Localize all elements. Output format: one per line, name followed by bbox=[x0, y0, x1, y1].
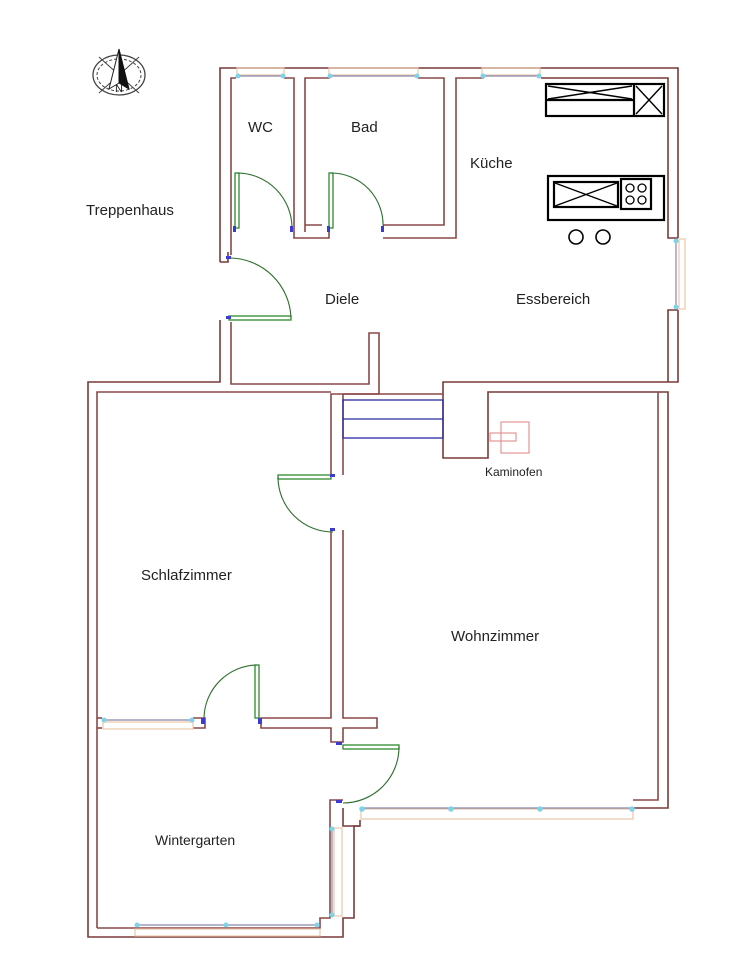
outer-walls bbox=[87, 67, 679, 938]
room-label-wintergarten: Wintergarten bbox=[155, 832, 235, 848]
room-label-treppenhaus: Treppenhaus bbox=[86, 202, 174, 219]
door-wc bbox=[233, 172, 293, 232]
kitchen-counter-top bbox=[544, 82, 666, 118]
room-label-kaminofen: Kaminofen bbox=[485, 465, 542, 479]
window-wc bbox=[235, 67, 286, 79]
compass-label: N bbox=[115, 83, 123, 95]
window-kueche bbox=[480, 67, 542, 79]
window-wintergarten-bottom bbox=[134, 922, 321, 937]
kaminofen-symbol bbox=[489, 421, 530, 454]
north-arrow-icon: N bbox=[92, 48, 146, 96]
passage-steps bbox=[342, 399, 444, 439]
windows bbox=[101, 67, 686, 937]
window-bad bbox=[327, 67, 420, 79]
room-label-schlafzimmer: Schlafzimmer bbox=[141, 567, 232, 584]
door-wohnzimmer-wintergarten bbox=[336, 742, 400, 804]
door-schlafzimmer bbox=[277, 474, 335, 533]
room-label-essbereich: Essbereich bbox=[516, 291, 590, 308]
cooktop-burners-icon bbox=[625, 183, 647, 205]
window-wintergarten-side bbox=[329, 826, 343, 918]
bar-stools bbox=[568, 229, 611, 245]
window-essbereich bbox=[673, 238, 686, 310]
room-label-wohnzimmer: Wohnzimmer bbox=[451, 628, 539, 645]
door-entrance bbox=[226, 256, 292, 321]
room-label-bad: Bad bbox=[351, 119, 378, 136]
window-wohnzimmer bbox=[359, 806, 635, 820]
door-bad bbox=[327, 172, 384, 232]
doors bbox=[201, 172, 400, 804]
kitchen-island bbox=[546, 174, 666, 222]
window-schlafzimmer bbox=[101, 717, 195, 730]
room-label-wc: WC bbox=[248, 119, 273, 136]
door-wintergarten bbox=[201, 664, 262, 724]
room-label-kueche: Küche bbox=[470, 155, 513, 172]
room-label-diele: Diele bbox=[325, 291, 359, 308]
